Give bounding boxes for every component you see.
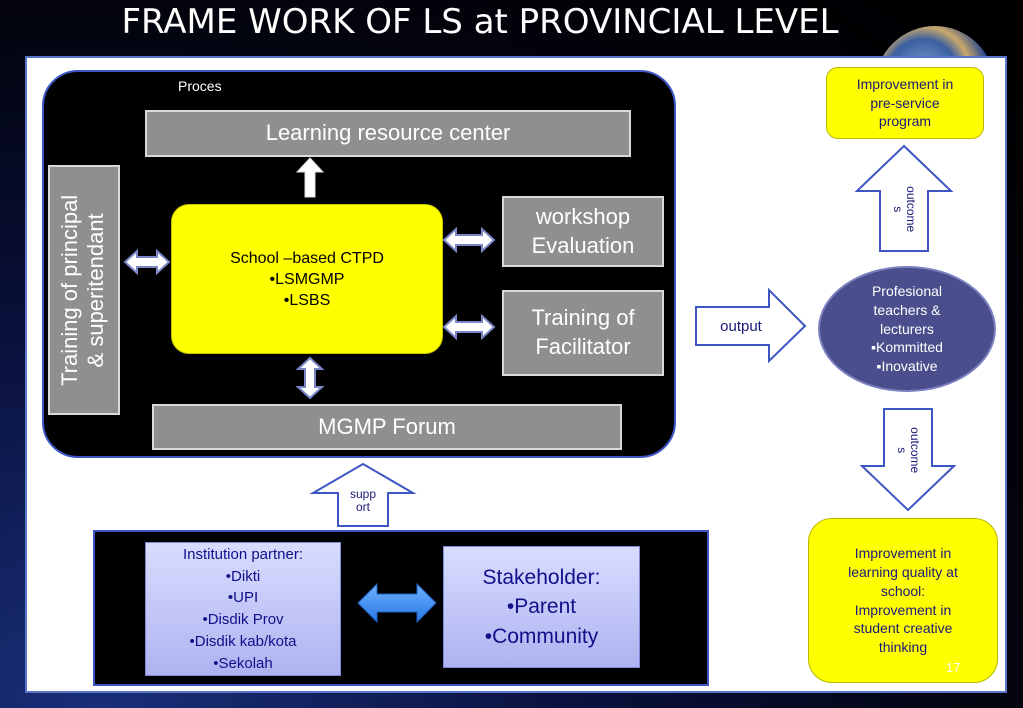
workshop-evaluation-box: workshop Evaluation bbox=[502, 196, 664, 267]
preservice-improvement-box: Improvement in pre-service program bbox=[826, 67, 984, 139]
page-number: 17 bbox=[946, 660, 961, 675]
double-arrow-icon bbox=[442, 313, 496, 341]
outcomes-down-arrow-icon bbox=[859, 408, 957, 512]
school-based-item: •LSMGMP bbox=[269, 270, 345, 288]
up-arrow-icon bbox=[295, 157, 325, 198]
workshop-label: workshop bbox=[535, 203, 631, 229]
learning-resource-center-box: Learning resource center bbox=[145, 110, 631, 157]
institution-partner-box: Institution partner: •Dikti •UPI •Disdik… bbox=[145, 542, 341, 676]
training-facilitator-box: Training of Facilitator bbox=[502, 290, 664, 376]
partner-double-arrow-icon bbox=[357, 582, 437, 624]
professional-teachers-ellipse: Profesional teachers & lecturers ▪Kommit… bbox=[818, 266, 996, 392]
school-based-ctpd-box: School –based CTPD •LSMGMP •LSBS bbox=[171, 204, 443, 354]
mgmp-forum-box: MGMP Forum bbox=[152, 404, 622, 450]
slide-title: FRAME WORK OF LS at PROVINCIAL LEVEL bbox=[121, 2, 839, 42]
facilitator-label: Facilitator bbox=[535, 334, 631, 359]
evaluation-label: Evaluation bbox=[531, 232, 635, 258]
training-principal-box: Training of principal & superitendant bbox=[48, 165, 120, 415]
training-of-label: Training of bbox=[531, 305, 635, 331]
support-label: supp ort bbox=[349, 487, 377, 515]
output-label: output bbox=[720, 318, 762, 335]
output-arrow-icon bbox=[695, 287, 807, 364]
outcomes-bottom-label: outcome s bbox=[895, 426, 923, 474]
learning-quality-box: Improvement in learning quality at schoo… bbox=[808, 518, 998, 683]
vertical-double-arrow-icon bbox=[295, 356, 325, 400]
stakeholder-box: Stakeholder: •Parent •Community bbox=[443, 546, 640, 668]
learning-resource-center-label: Learning resource center bbox=[265, 120, 511, 146]
school-based-item: •LSBS bbox=[283, 291, 331, 309]
outcomes-up-arrow-icon bbox=[854, 144, 954, 252]
double-arrow-icon bbox=[123, 248, 171, 276]
process-label: Proces bbox=[178, 78, 222, 94]
outcomes-top-label: outcome s bbox=[891, 185, 919, 233]
double-arrow-icon bbox=[442, 226, 496, 254]
training-principal-label: Training of principal & superitendant bbox=[57, 194, 110, 386]
support-arrow-icon bbox=[309, 462, 417, 527]
school-based-title: School –based CTPD bbox=[230, 250, 384, 267]
mgmp-forum-label: MGMP Forum bbox=[318, 413, 456, 439]
